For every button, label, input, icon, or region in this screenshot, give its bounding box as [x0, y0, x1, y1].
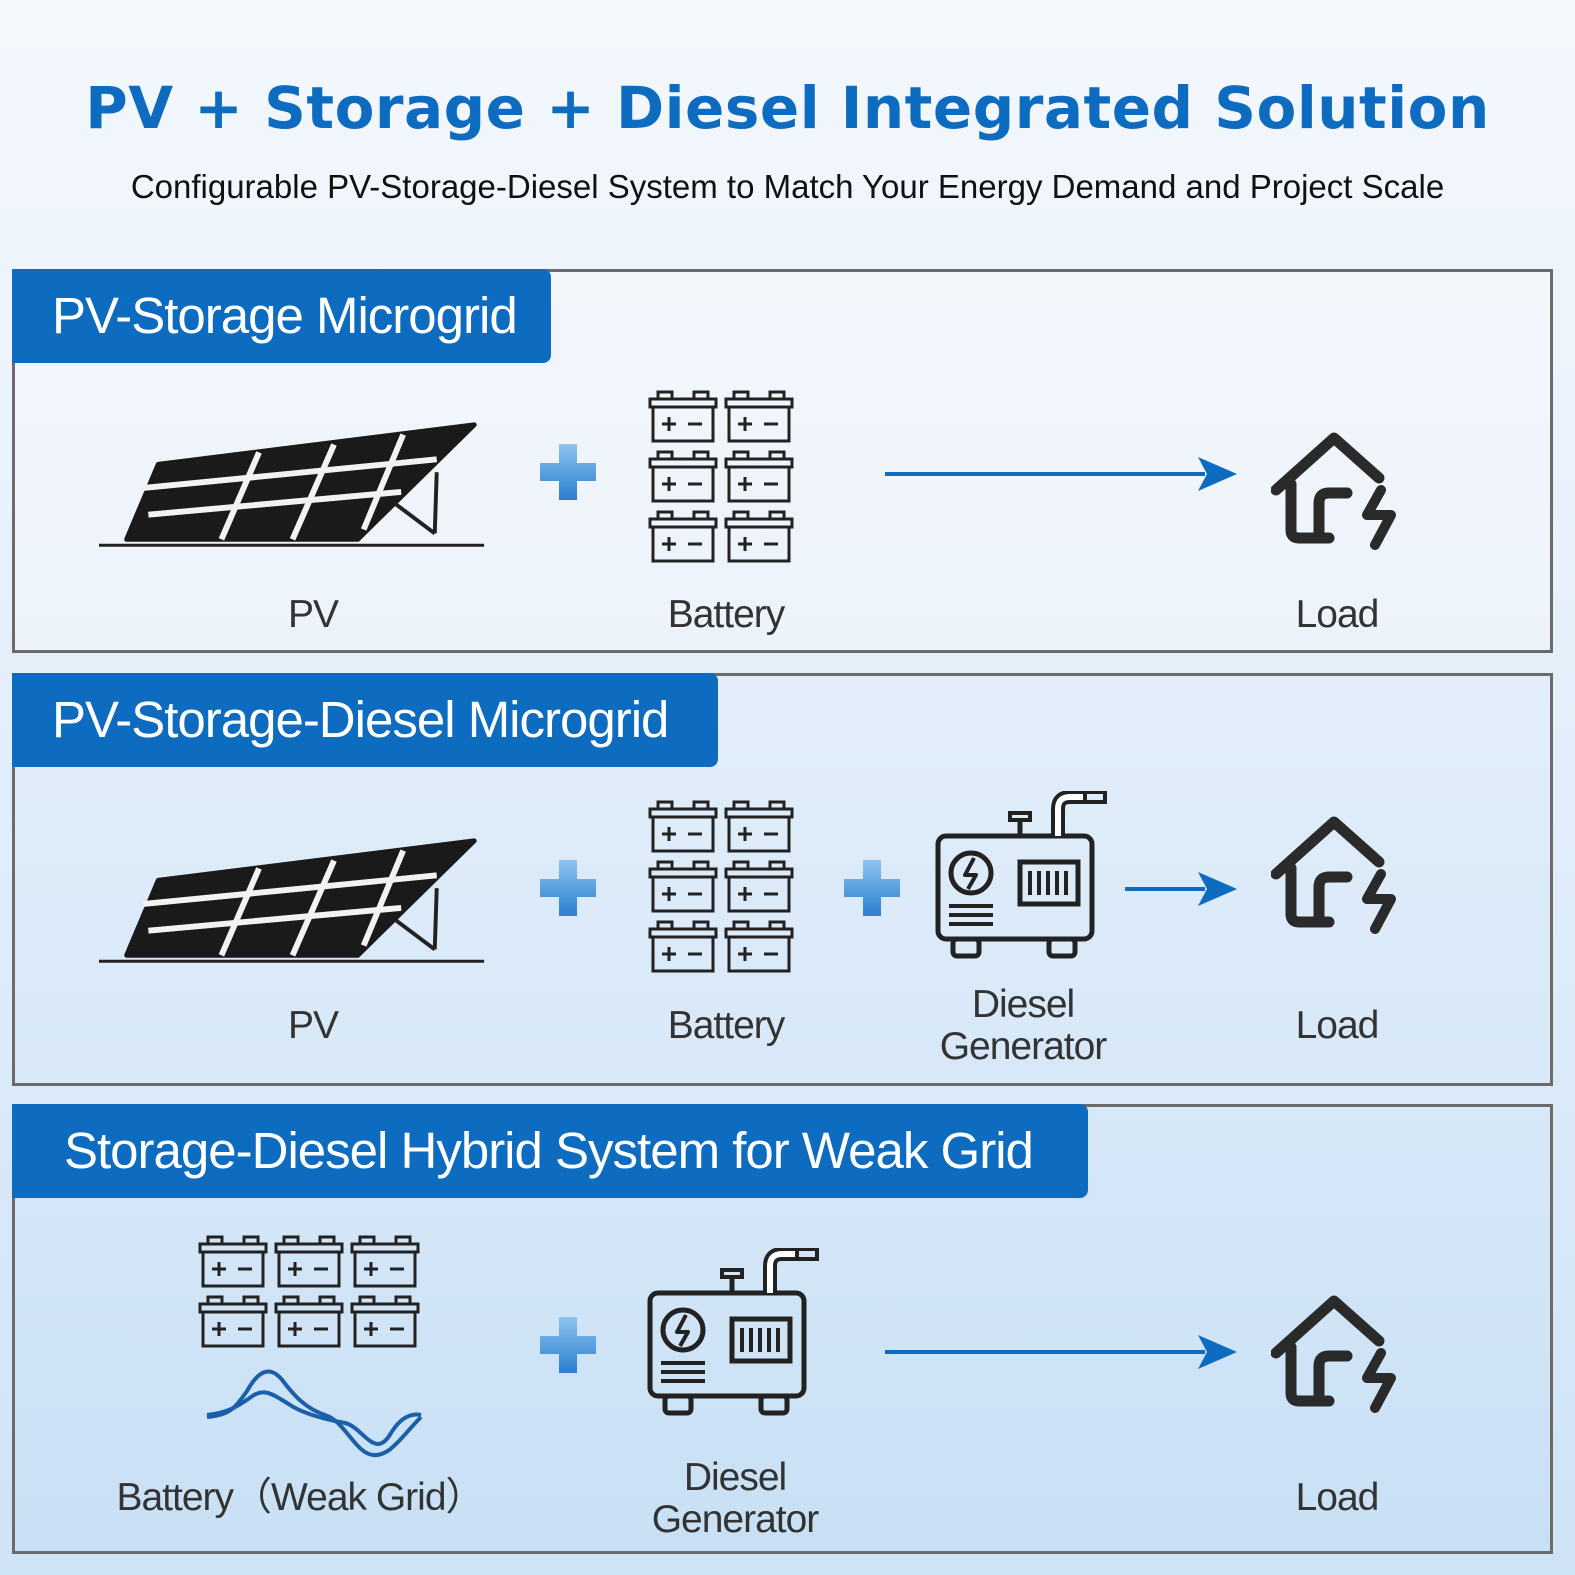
- arrow-right-icon: [885, 457, 1237, 491]
- panel-pv-storage-microgrid: PV-Storage Microgrid PV Battery Load: [12, 269, 1553, 653]
- house-lightning-icon: [1271, 1293, 1401, 1413]
- label-load: Load: [1295, 593, 1380, 636]
- page-title: PV + Storage + Diesel Integrated Solutio…: [85, 74, 1490, 142]
- label-load: Load: [1295, 1004, 1380, 1047]
- plus-icon: [540, 860, 596, 916]
- label-pv: PV: [287, 593, 339, 636]
- house-lightning-icon: [1271, 814, 1401, 934]
- battery-icon: [198, 1235, 420, 1353]
- arrow-right-icon: [1125, 872, 1237, 906]
- plus-icon: [540, 1317, 596, 1373]
- wave-icon: [205, 1363, 425, 1463]
- panel-title: Storage-Diesel Hybrid System for Weak Gr…: [12, 1104, 1088, 1198]
- diesel-generator-icon: [647, 1248, 827, 1418]
- label-diesel: Diesel Generator: [625, 1457, 845, 1541]
- plus-icon: [540, 444, 596, 500]
- label-diesel-line2: Generator: [939, 1025, 1108, 1068]
- label-battery: Battery: [667, 593, 786, 636]
- panel-pv-storage-diesel-microgrid: PV-Storage-Diesel Microgrid PV Battery D…: [12, 673, 1553, 1086]
- label-load: Load: [1295, 1476, 1380, 1519]
- plus-icon: [844, 860, 900, 916]
- panel-title: PV-Storage Microgrid: [12, 269, 551, 363]
- solar-panel-icon: [99, 838, 494, 968]
- page-subtitle: Configurable PV-Storage-Diesel System to…: [130, 168, 1445, 205]
- panel-title: PV-Storage-Diesel Microgrid: [12, 673, 718, 767]
- label-pv: PV: [287, 1004, 339, 1047]
- diesel-generator-icon: [935, 791, 1115, 961]
- battery-icon: [648, 800, 794, 980]
- panel-storage-diesel-hybrid: Storage-Diesel Hybrid System for Weak Gr…: [12, 1104, 1553, 1554]
- battery-icon: [648, 390, 794, 570]
- arrow-right-icon: [885, 1335, 1237, 1369]
- house-lightning-icon: [1271, 430, 1401, 550]
- label-battery: Battery: [667, 1004, 786, 1047]
- label-diesel-line1: Diesel: [971, 983, 1075, 1026]
- label-battery-weak-grid: Battery（Weak Grid）: [116, 1476, 484, 1519]
- label-diesel-line2: Generator: [651, 1498, 820, 1541]
- solar-panel-icon: [99, 422, 494, 552]
- label-diesel: Diesel Generator: [913, 984, 1133, 1068]
- label-diesel-line1: Diesel: [683, 1456, 787, 1499]
